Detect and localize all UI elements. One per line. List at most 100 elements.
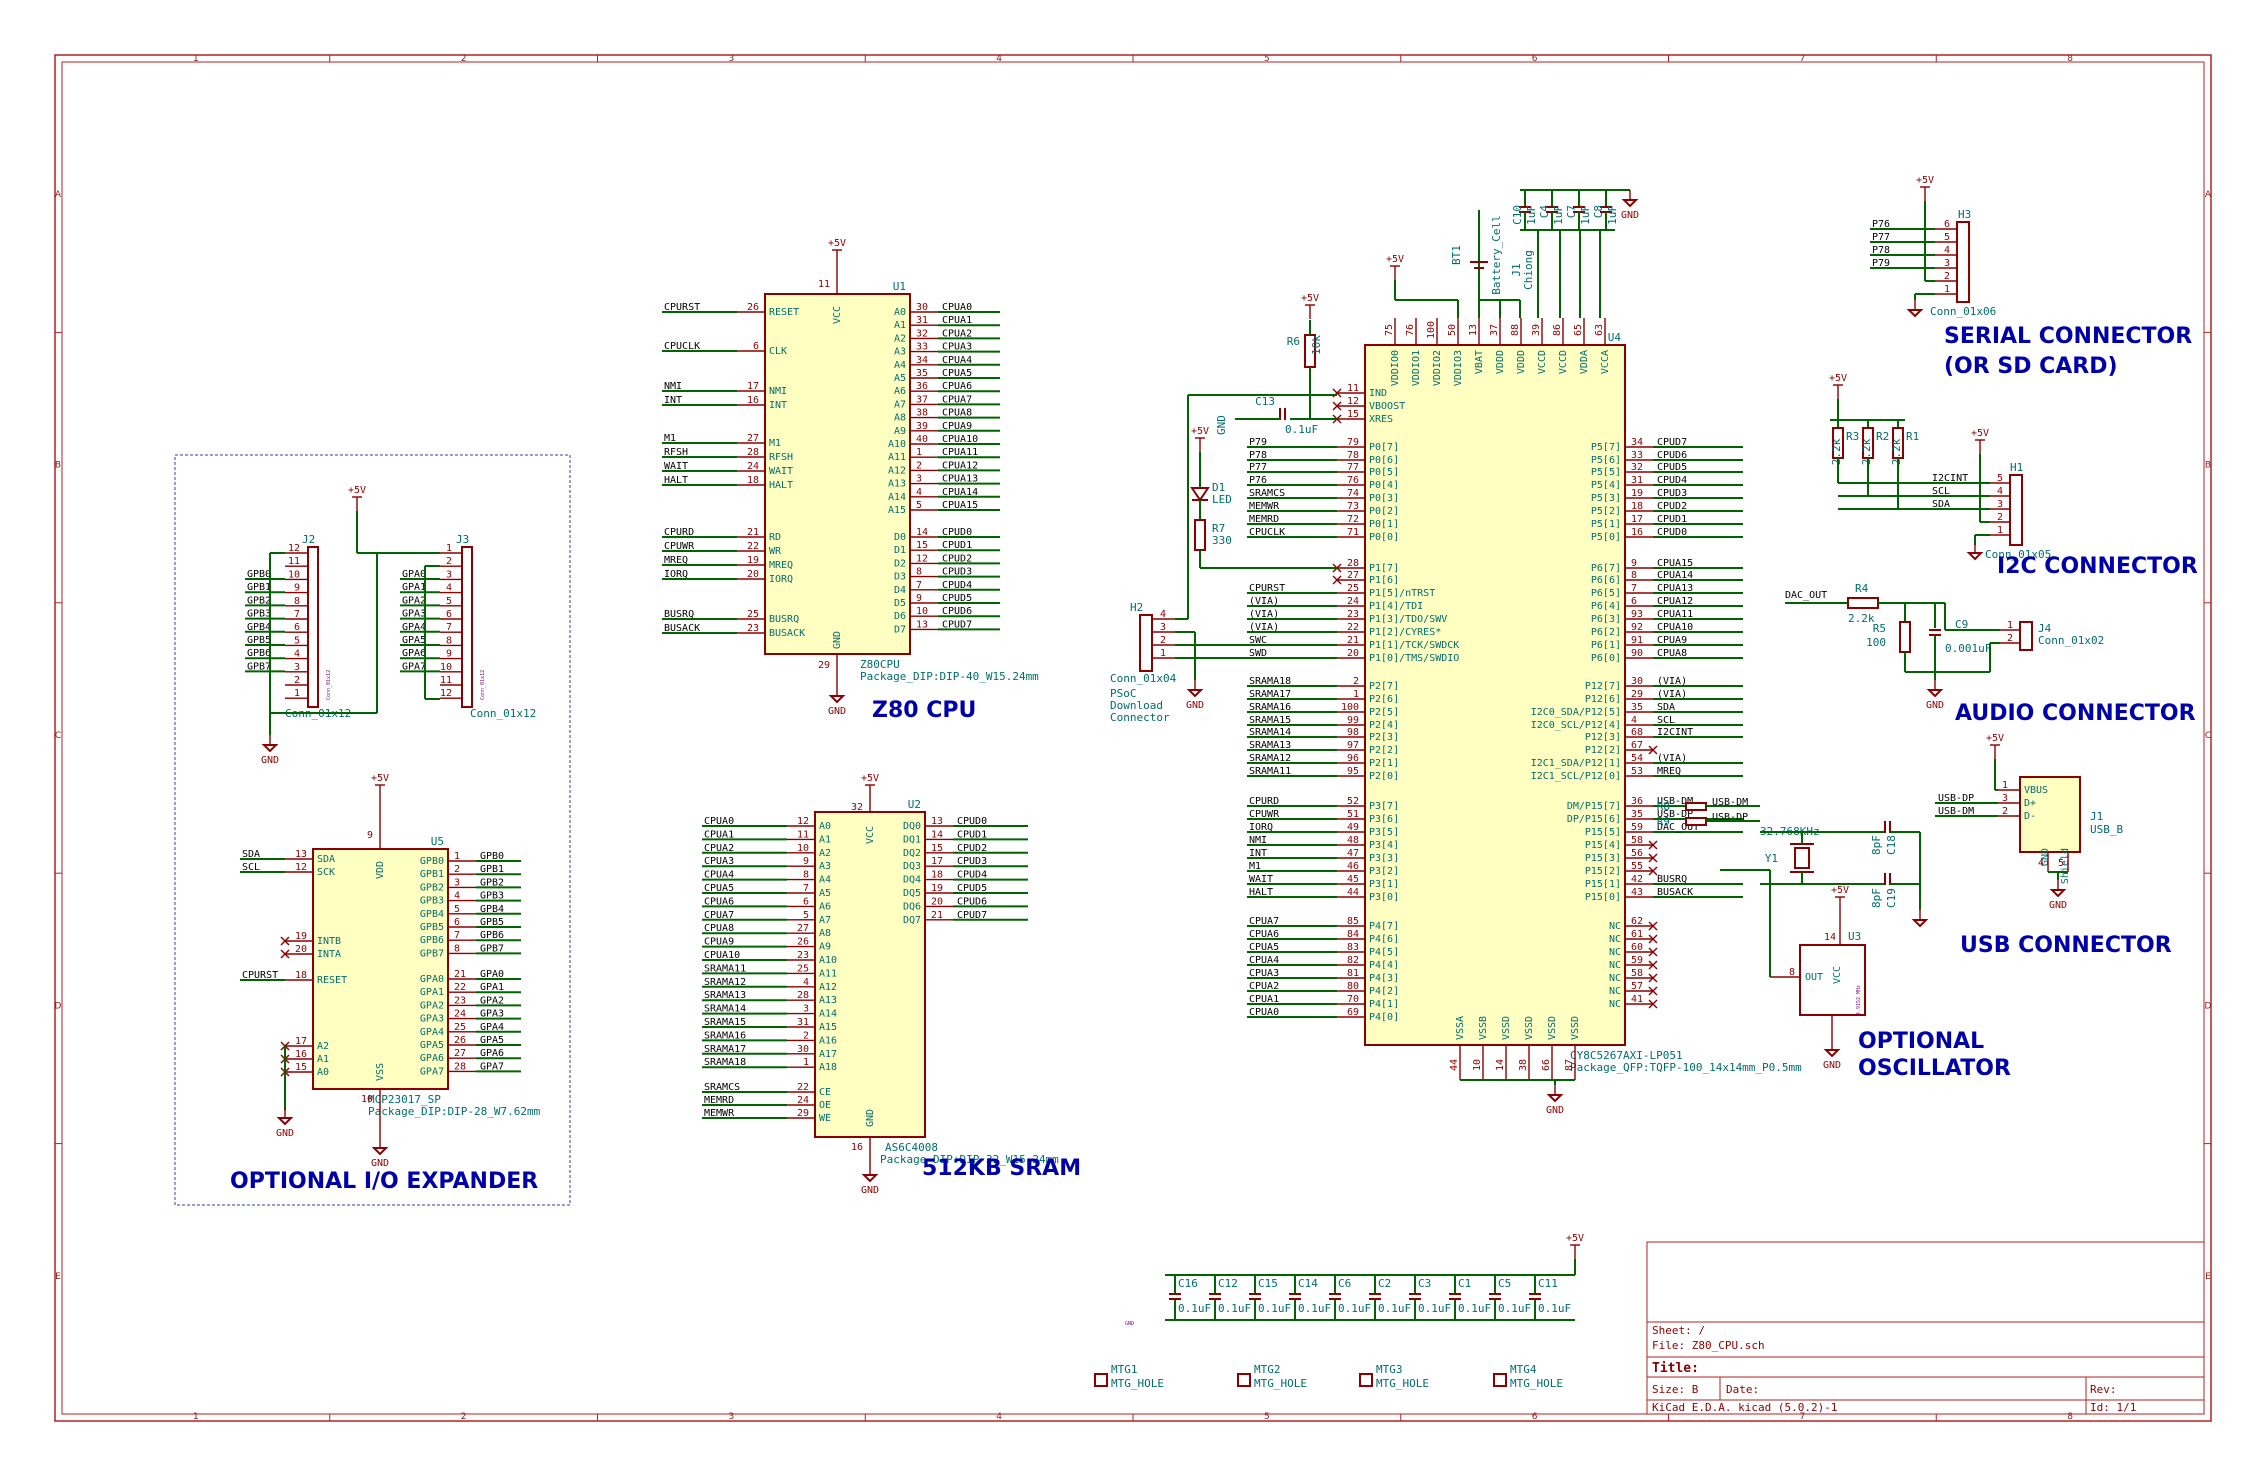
u1-net: CPUA12 xyxy=(942,460,978,471)
u4-pin-name: P4[4] xyxy=(1369,960,1399,971)
top-cap-ref: C4 xyxy=(1538,205,1551,219)
u1-pin-num: 7 xyxy=(916,580,922,591)
c13-gnd-label: GND xyxy=(1215,415,1228,435)
dec-cap-ref: C15 xyxy=(1258,1277,1278,1290)
u5-net: GPA0 xyxy=(480,969,504,980)
u5-pin-num: 24 xyxy=(454,1009,466,1020)
ruler-col-top: 5 xyxy=(1264,54,1270,64)
r5-ref: R5 xyxy=(1873,622,1886,635)
xtal-body xyxy=(1794,847,1810,869)
j3-net: GPA6 xyxy=(402,648,426,659)
u1-pin-name: A14 xyxy=(888,492,906,503)
u4-pin-name: P1[4]/TDI xyxy=(1369,601,1423,612)
u2-gnd-label: GND xyxy=(861,1185,879,1196)
u2-net: CPUD6 xyxy=(957,896,987,907)
u1-net: CPUA10 xyxy=(942,434,978,445)
ruler-col-top: 6 xyxy=(1532,54,1538,64)
u4-net: CPUD4 xyxy=(1657,475,1687,486)
u1-pin-num: 18 xyxy=(747,475,759,486)
u1-pin-name: A5 xyxy=(894,373,906,384)
u4-pin-num: 21 xyxy=(1347,635,1359,646)
h2-pin-num: 4 xyxy=(1160,609,1166,620)
u4-gnd-label: GND xyxy=(1546,1105,1564,1116)
u4-pin-num: 81 xyxy=(1347,968,1359,979)
u4-pin-num: 34 xyxy=(1631,437,1643,448)
u5-pin-num: 18 xyxy=(295,970,307,981)
r6-value: 10k xyxy=(1310,335,1323,355)
u2-net: CPUD5 xyxy=(957,883,987,894)
u4-pin-name: DM/P15[7] xyxy=(1567,801,1621,812)
u4-nc-b xyxy=(1332,575,1342,585)
dec-cap-value: 0.1uF xyxy=(1498,1302,1531,1315)
h1-pwr-label: +5V xyxy=(1971,428,1989,439)
u1-pin-name: WR xyxy=(769,546,782,557)
u4-pin-name: P1[3]/TDO/SWV xyxy=(1369,614,1447,625)
mtg-symbol xyxy=(1237,1373,1251,1387)
u4-pin-num: 90 xyxy=(1631,648,1643,659)
u4-top-num: 88 xyxy=(1510,324,1521,336)
d1-pwr-label: +5V xyxy=(1191,426,1209,437)
u4-net: P76 xyxy=(1249,475,1267,486)
u2-pin-name: A17 xyxy=(819,1049,837,1060)
u4-net: CPUA5 xyxy=(1249,942,1279,953)
u2-net: CPUA7 xyxy=(704,910,734,921)
dec-cap-ref: C14 xyxy=(1298,1277,1318,1290)
tb-rev: Rev: xyxy=(2090,1383,2117,1396)
u4-pin-num: 56 xyxy=(1631,848,1643,859)
u2-pin-num: 7 xyxy=(803,883,809,894)
u4-net: SRAMA12 xyxy=(1249,753,1291,764)
u3-pin-out: OUT xyxy=(1805,972,1823,983)
u1-pin-num: 40 xyxy=(916,434,928,445)
u1-pin-name: A6 xyxy=(894,386,906,397)
h3-pin-num: 4 xyxy=(1944,245,1950,256)
u5-pin-num: 7 xyxy=(454,930,460,941)
u4-pin-num: 24 xyxy=(1347,596,1359,607)
u4-pin-num: 67 xyxy=(1631,740,1643,751)
u1-pin-name: BUSACK xyxy=(769,628,805,639)
u1-pin-name: RESET xyxy=(769,307,799,318)
u5-pin-num: 12 xyxy=(295,862,307,873)
u4-pin-num: 46 xyxy=(1347,861,1359,872)
u2-pin-name: DQ7 xyxy=(903,915,921,926)
u4-pin-num: 51 xyxy=(1347,809,1359,820)
title-block: Sheet: / File: Z80_CPU.sch Title: Size: … xyxy=(1646,1241,2205,1415)
u4-nc-b xyxy=(1648,745,1658,755)
u2-pin-num: 31 xyxy=(797,1017,809,1028)
j2-fp: Conn_01x12 xyxy=(326,670,332,700)
dec-cap-value: 0.1uF xyxy=(1538,1302,1571,1315)
u2-net: MEMWR xyxy=(704,1108,735,1119)
u4-net: SRAMA16 xyxy=(1249,702,1291,713)
u4-pin-name: P15[5] xyxy=(1585,827,1621,838)
u4-pin-name: P0[1] xyxy=(1369,519,1399,530)
u1-pin-num: 27 xyxy=(747,433,759,444)
u4-pin-name: P12[7] xyxy=(1585,681,1621,692)
u1-net: CPUA8 xyxy=(942,408,972,419)
u2-net: CPUA1 xyxy=(704,829,734,840)
u1-net: CPUA5 xyxy=(942,368,972,379)
u2-pin-name: CE xyxy=(819,1087,831,1098)
u4-pin-num: 78 xyxy=(1347,450,1359,461)
u2-pin-num: 1 xyxy=(803,1057,809,1068)
j2-pin-num: 3 xyxy=(294,662,300,673)
j3-pin-num: 6 xyxy=(446,609,452,620)
u4-top-num: 39 xyxy=(1531,324,1542,336)
u5-net: GPB0 xyxy=(480,851,504,862)
u2-net: MEMRD xyxy=(704,1095,734,1106)
u5-pin-num: 2 xyxy=(454,864,460,875)
u1-pin-num: 32 xyxy=(916,328,928,339)
tb-id: Id: 1/1 xyxy=(2090,1401,2136,1414)
u4-net: CPUA7 xyxy=(1249,916,1279,927)
j2-pwr-label: +5V xyxy=(348,485,366,496)
u1-net: CPUA14 xyxy=(942,487,978,498)
u4-pin-num: 71 xyxy=(1347,527,1359,538)
dec-cap-ref: C11 xyxy=(1538,1277,1558,1290)
u4-net: P77 xyxy=(1249,462,1267,473)
u1-pin-num: 8 xyxy=(916,567,922,578)
u5-pin-name: SCK xyxy=(317,867,335,878)
u4-pin-num: 52 xyxy=(1347,796,1359,807)
u5-pin-name: GPB6 xyxy=(420,935,444,946)
mtg-symbol xyxy=(1094,1373,1108,1387)
u4-pin-num: 4 xyxy=(1631,715,1637,726)
u4-pin-name: I2C0_SDA/P12[5] xyxy=(1531,707,1621,718)
u4-pin-name: P4[0] xyxy=(1369,1012,1399,1023)
